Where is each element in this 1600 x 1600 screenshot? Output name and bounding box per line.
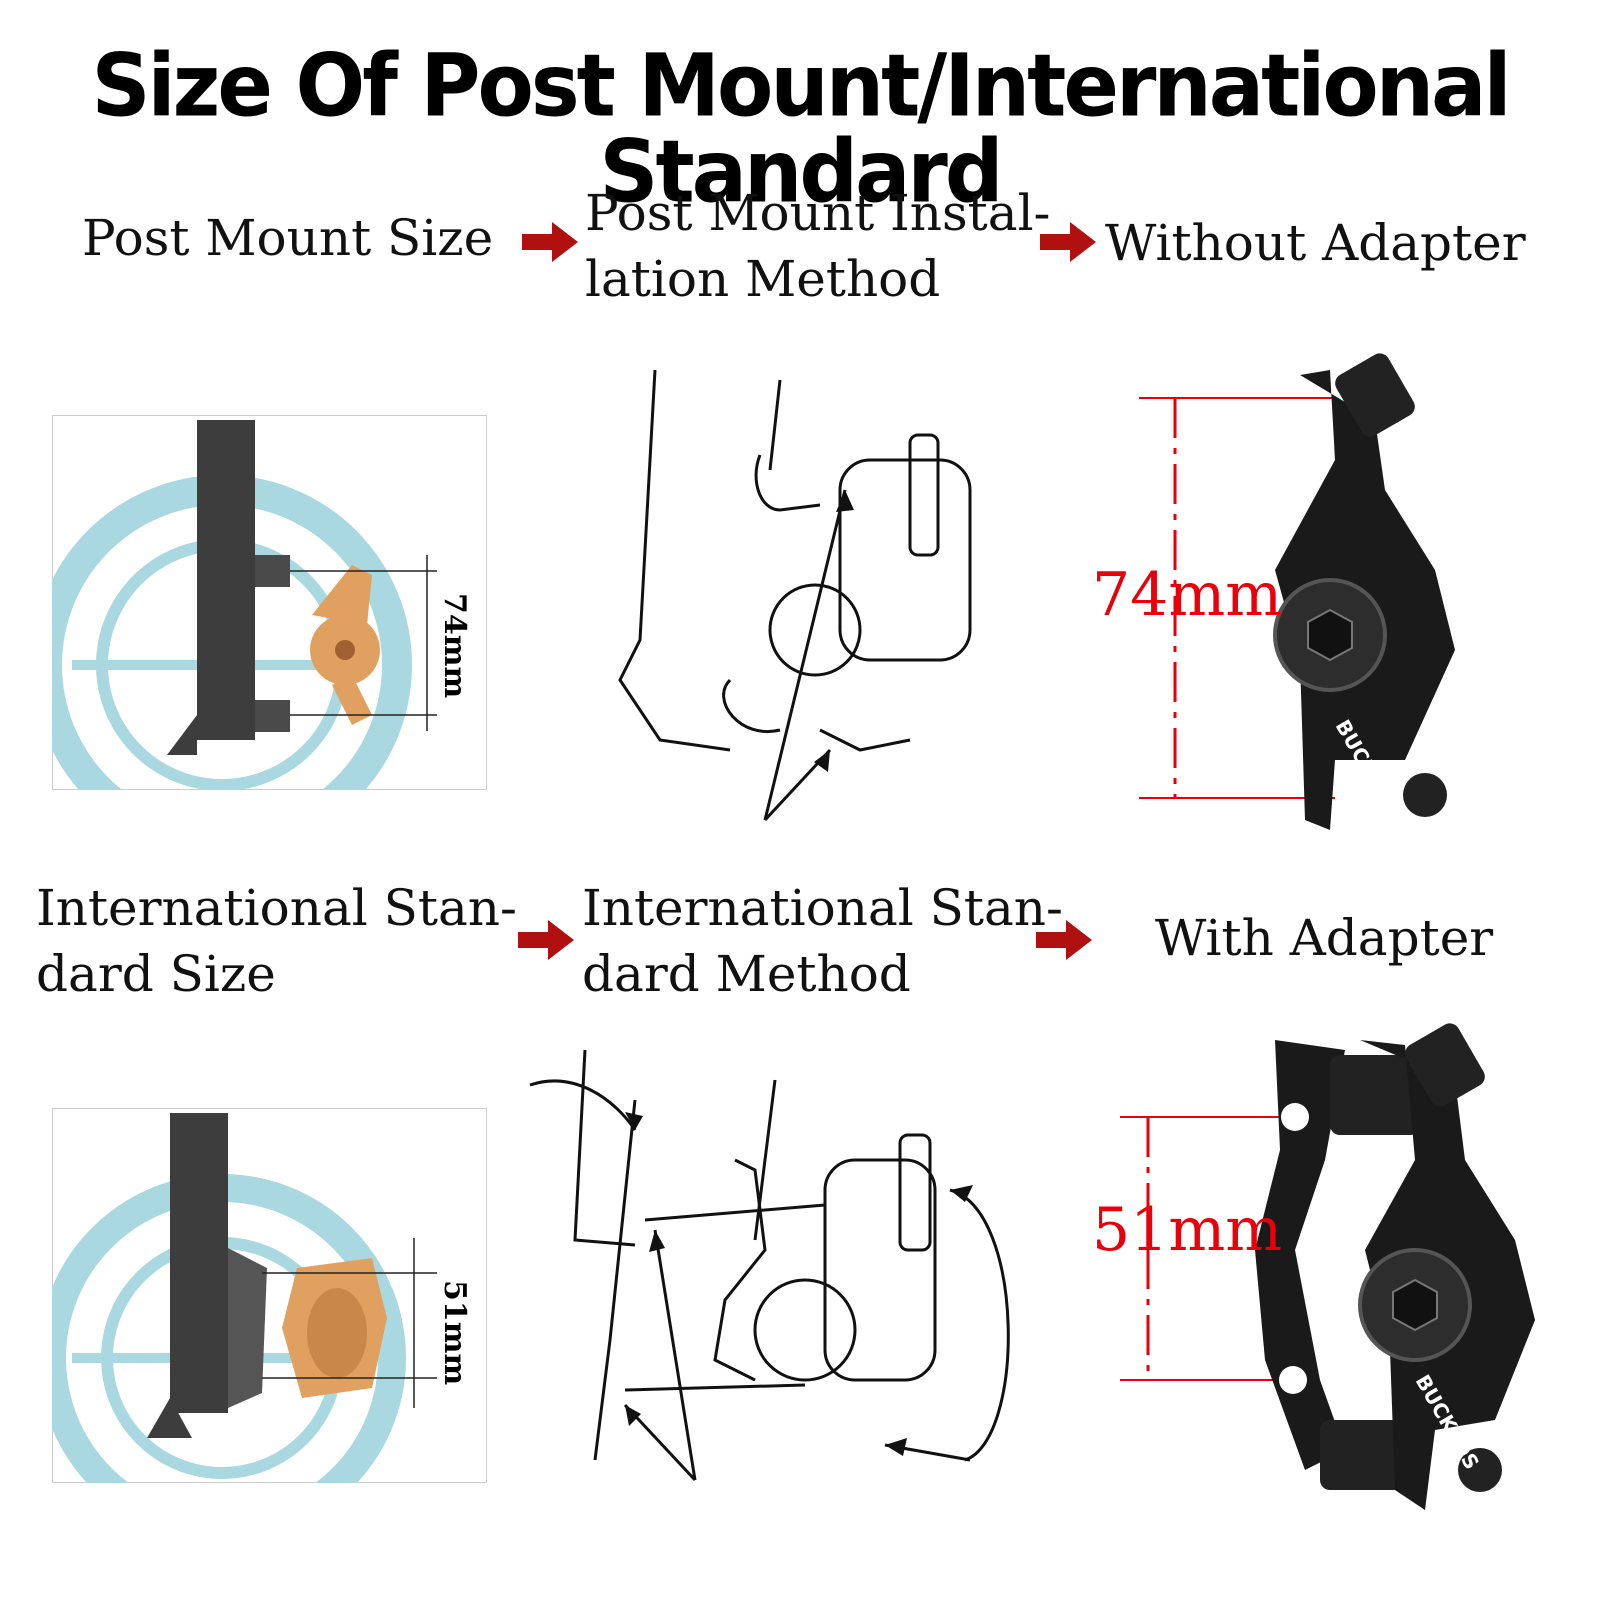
right-arrow-icon xyxy=(1036,920,1092,960)
international-standard-method-label: International Stan- dard Method xyxy=(582,879,1063,1003)
international-standard-installation-sketch xyxy=(529,1049,1010,1482)
caliper-body xyxy=(1320,1023,1535,1510)
without-adapter-label: Without Adapter xyxy=(1105,214,1526,272)
without-adapter-dimension: 74mm xyxy=(1092,560,1283,630)
caliper-with-adapter-photo: BUCKLOS xyxy=(1120,1023,1535,1510)
international-standard-size-diagram xyxy=(52,1108,487,1483)
caliper xyxy=(310,565,380,725)
international-standard-size-label: International Stan- dard Size xyxy=(36,879,517,1003)
caliper-body xyxy=(1273,353,1455,830)
caliper-without-adapter-photo: BUCKLOS xyxy=(1139,353,1455,830)
fork-leg xyxy=(170,1113,228,1413)
right-arrow-icon xyxy=(1040,222,1096,262)
caliper xyxy=(282,1258,387,1398)
fork-leg xyxy=(197,420,255,740)
post-mount-installation-sketch xyxy=(618,369,972,822)
page-title: Size Of Post Mount/International Standar… xyxy=(91,36,1511,223)
with-adapter-label: With Adapter xyxy=(1155,909,1494,967)
right-arrow-icon xyxy=(522,222,578,262)
right-arrow-icon xyxy=(518,920,574,960)
post-mount-size-label: Post Mount Size xyxy=(82,209,494,267)
post-mount-size-diagram xyxy=(52,415,487,790)
post-mount-method-label: Post Mount Instal- lation Method xyxy=(585,184,1051,308)
post-mount-dimension-label: 74mm xyxy=(437,593,472,699)
with-adapter-dimension: 51mm xyxy=(1092,1195,1283,1265)
international-standard-dimension-label: 51mm xyxy=(437,1280,472,1386)
adapter-bracket xyxy=(1255,1040,1345,1470)
